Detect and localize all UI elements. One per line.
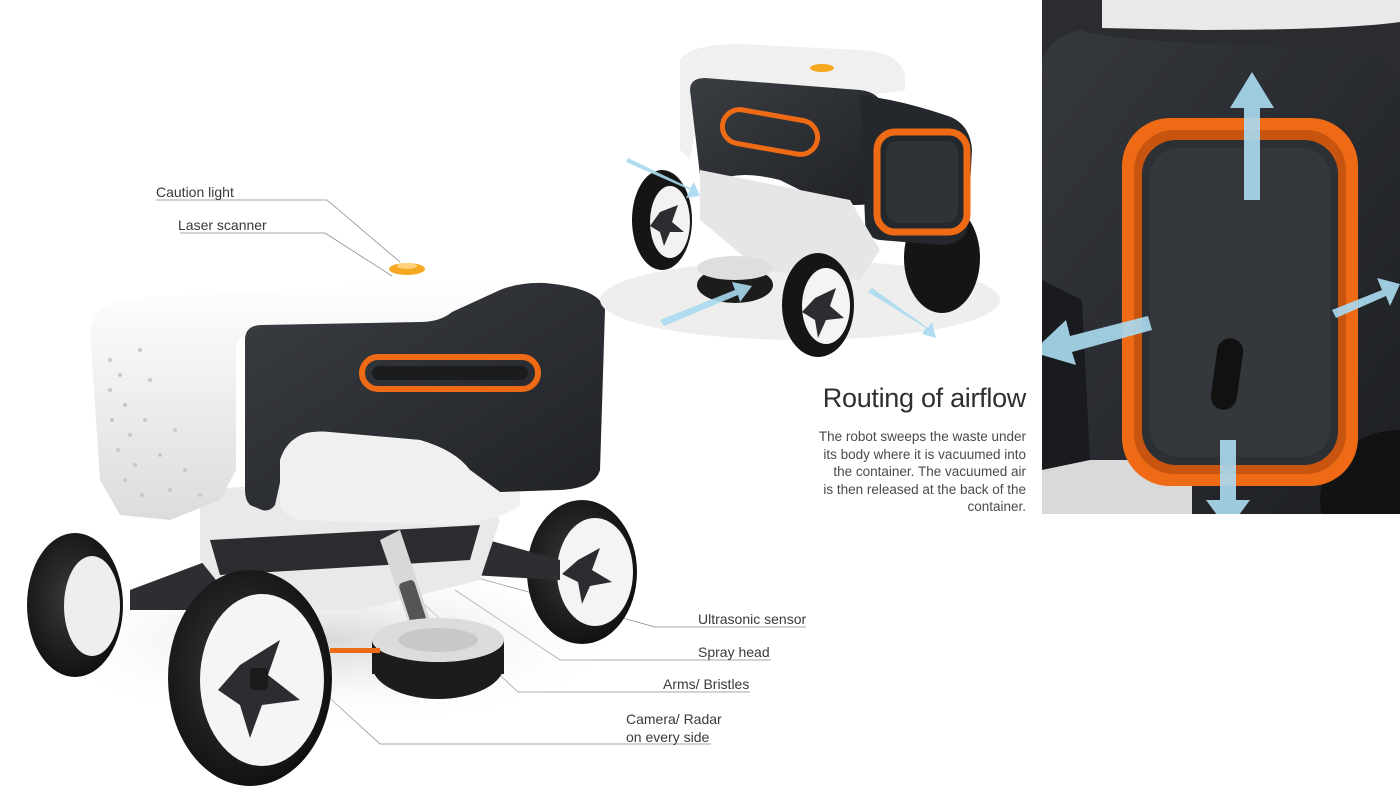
airflow-description-line: container. [967, 499, 1026, 514]
callout-camera-radar-line1: Camera/ Radar [626, 711, 722, 727]
callout-ultrasonic-sensor: Ultrasonic sensor [698, 611, 807, 627]
callout-spray-head: Spray head [698, 644, 770, 660]
airflow-description: The robot sweeps the waste under its bod… [790, 428, 1026, 516]
airflow-arrow-icon [626, 158, 936, 338]
container-handle [359, 354, 541, 392]
callout-camera-radar-line2: on every side [626, 729, 710, 745]
callout-caution-light: Caution light [156, 184, 234, 200]
leader-caution-light [156, 199, 401, 263]
airflow-detail-panel [1042, 0, 1400, 514]
airflow-heading: Routing of airflow [822, 383, 1027, 413]
leader-laser-scanner [180, 232, 393, 277]
airflow-description-line: the container. The vacuumed air [833, 464, 1026, 479]
detail-closeup-render [1042, 0, 1400, 514]
airflow-arrow-icon [1042, 72, 1400, 514]
vent-handle-slot [1210, 338, 1244, 410]
callout-arms-bristles: Arms/ Bristles [663, 676, 750, 692]
callout-laser-scanner: Laser scanner [178, 217, 267, 233]
airflow-description-line: its body where it is vacuumed into [823, 446, 1026, 462]
callout-camera-radar: Camera/ Radar on every side [626, 710, 736, 746]
airflow-description-line: is then released at the back of the [823, 481, 1026, 497]
airflow-description-line: The robot sweeps the waste under [818, 429, 1026, 444]
